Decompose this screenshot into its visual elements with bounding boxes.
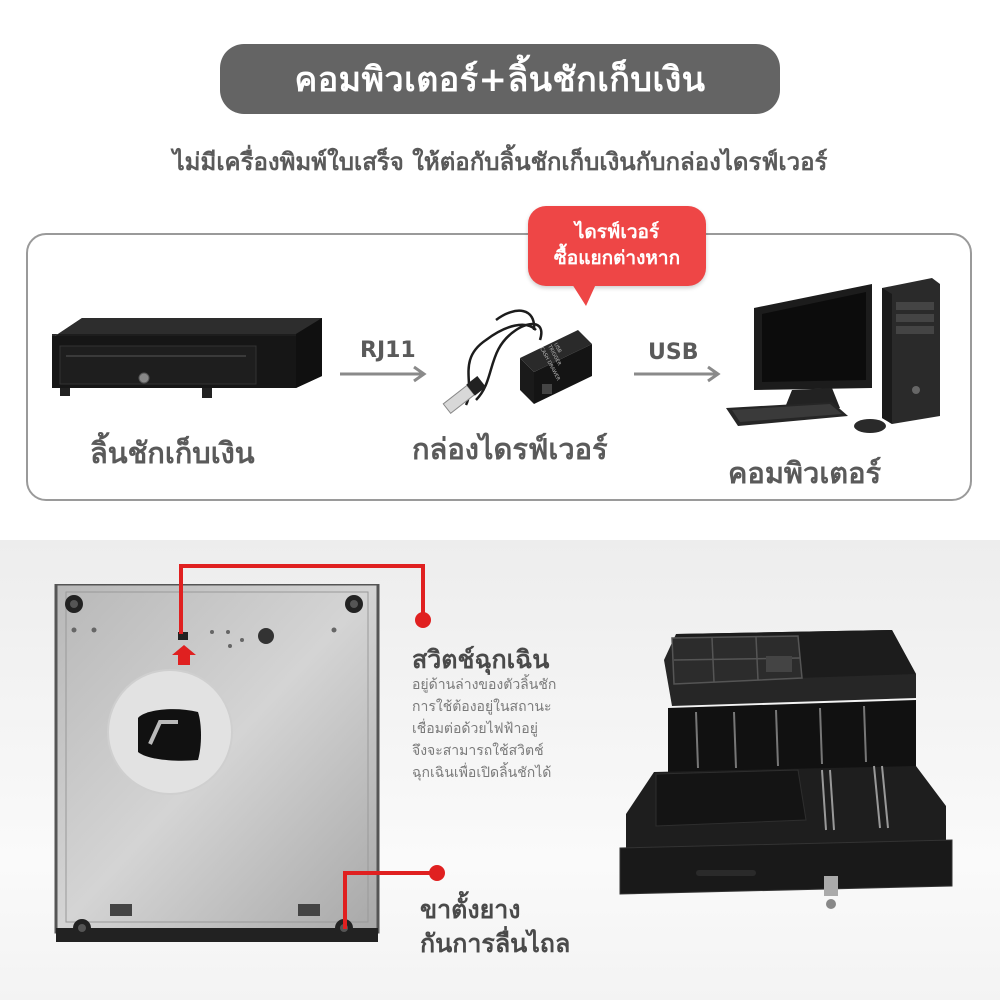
rubber-feet-title-line2: กันการลื่นไถล — [420, 929, 571, 958]
switch-desc-line3: เชื่อมต่อด้วยไฟฟ้าอยู่ — [412, 721, 538, 737]
drawer-label: ลิ้นชักเก็บเงิน — [90, 436, 255, 470]
open-drawer-image — [619, 630, 953, 909]
page-subtitle: ไม่มีเครื่องพิมพ์ใบเสร็จ ให้ต่อกับลิ้นชั… — [172, 148, 828, 176]
rj11-arrow — [340, 365, 427, 383]
switch-pointer-horizontal — [179, 564, 425, 568]
switch-up-arrow-icon — [172, 645, 196, 665]
feet-pointer-dot — [429, 865, 445, 881]
driver-sold-separately-callout: ไดรฟ์เวอร์ ซื้อแยกต่างหาก — [528, 206, 706, 306]
switch-pointer-dot — [415, 612, 431, 628]
switch-desc-line5: ฉุกเฉินเพื่อเปิดลิ้นชักได้ — [412, 765, 552, 781]
emergency-switch-title: สวิตช์ฉุกเฉิน — [412, 645, 550, 674]
driver-box-image: USB TRIGGER CASH DRAWER — [442, 309, 592, 415]
feet-pointer-horizontal — [343, 871, 437, 875]
drawer-bottom-view-image — [54, 584, 380, 942]
callout-line2: ซื้อแยกต่างหาก — [553, 247, 681, 269]
computer-image — [726, 278, 940, 433]
driver-label: กล่องไดรฟ์เวอร์ — [412, 432, 608, 466]
emergency-switch-description: อยู่ด้านล่างของตัวลิ้นชัก การใช้ต้องอยู่… — [412, 674, 556, 784]
switch-desc-line2: การใช้ต้องอยู่ในสถานะ — [412, 699, 552, 715]
cash-drawer-image — [52, 318, 322, 398]
rj11-label: RJ11 — [360, 338, 416, 363]
switch-desc-line4: จึงจะสามารถใช้สวิตช์ — [412, 743, 544, 759]
usb-label: USB — [648, 340, 699, 365]
feet-pointer-vertical — [343, 871, 347, 929]
switch-pointer-vertical — [179, 564, 183, 634]
rubber-feet-title-line1: ขาตั้งยาง — [420, 895, 521, 924]
page-title: คอมพิวเตอร์+ลิ้นชักเก็บเงิน — [220, 44, 780, 114]
callout-line1: ไดรฟ์เวอร์ — [574, 221, 660, 243]
driver-box-text1: USB — [552, 342, 562, 354]
switch-pointer-down — [421, 564, 425, 620]
computer-label: คอมพิวเตอร์ — [728, 456, 882, 490]
usb-arrow — [634, 365, 721, 383]
switch-desc-line1: อยู่ด้านล่างของตัวลิ้นชัก — [412, 677, 557, 693]
